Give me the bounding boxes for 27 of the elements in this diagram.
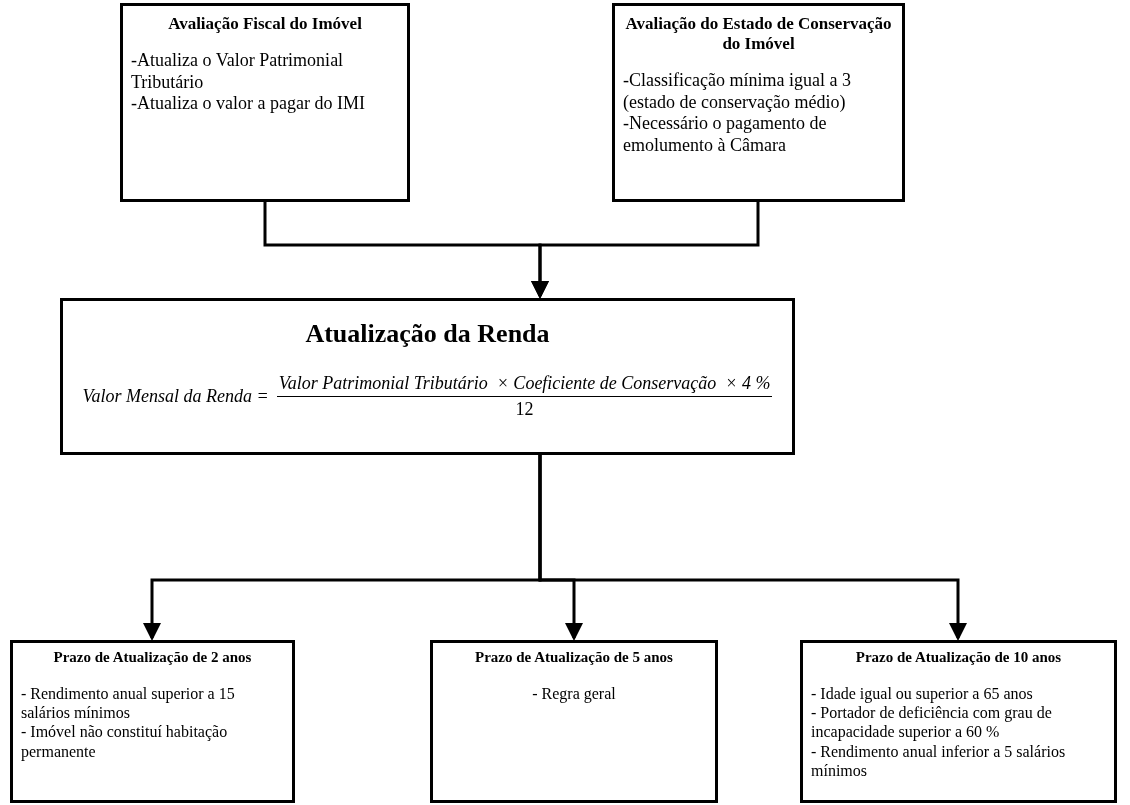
box-heading: Prazo de Atualização de 10 anos [854, 649, 1063, 666]
formula-numerator: Valor Patrimonial Tributário × Coeficiente de Conservação × 4 % [276, 373, 773, 397]
bullet-text: - Idade igual ou superior a 65 anos [811, 684, 1034, 704]
process-box [10, 640, 295, 803]
process-box [612, 3, 905, 202]
bullet-text: -Atualiza o Valor Patrimonial Tributário [131, 50, 345, 94]
process-box [430, 640, 718, 803]
bullet-text: - Rendimento anual inferior a 5 salários mínimos [811, 741, 1067, 780]
bullet-text: - Rendimento anual superior a 15 salários mínimos [21, 684, 236, 723]
bullet-text: - Imóvel não constituí habitação permanente [21, 722, 229, 761]
box-heading: Atualização da Renda [304, 319, 551, 349]
connector-arrow [538, 455, 967, 641]
formula-denominator: 12 [515, 398, 534, 420]
connector-arrow [531, 202, 760, 299]
box-heading: Avaliação Fiscal do Imóvel [167, 14, 363, 34]
bullet-text: -Atualiza o valor a pagar do IMI [131, 93, 366, 115]
box-heading: Prazo de Atualização de 5 anos [474, 649, 674, 666]
process-box [120, 3, 410, 202]
bullet-text: -Classificação mínima igual a 3 (estado de conservação médio) [623, 70, 852, 114]
bullet-text: - Regra geral [531, 684, 617, 704]
process-box [60, 298, 795, 455]
process-box [800, 640, 1117, 803]
bullet-text: - Portador de deficiência com grau de incapacidade superior a 60 % [811, 703, 1053, 742]
bullet-text: -Necessário o pagamento de emolumento à Câmara [623, 113, 828, 157]
box-heading: Avaliação do Estado de Conservação do Imóvel [624, 14, 893, 54]
formula-text: Valor Mensal da Renda = [82, 386, 269, 407]
box-heading: Prazo de Atualização de 2 anos [52, 649, 253, 666]
